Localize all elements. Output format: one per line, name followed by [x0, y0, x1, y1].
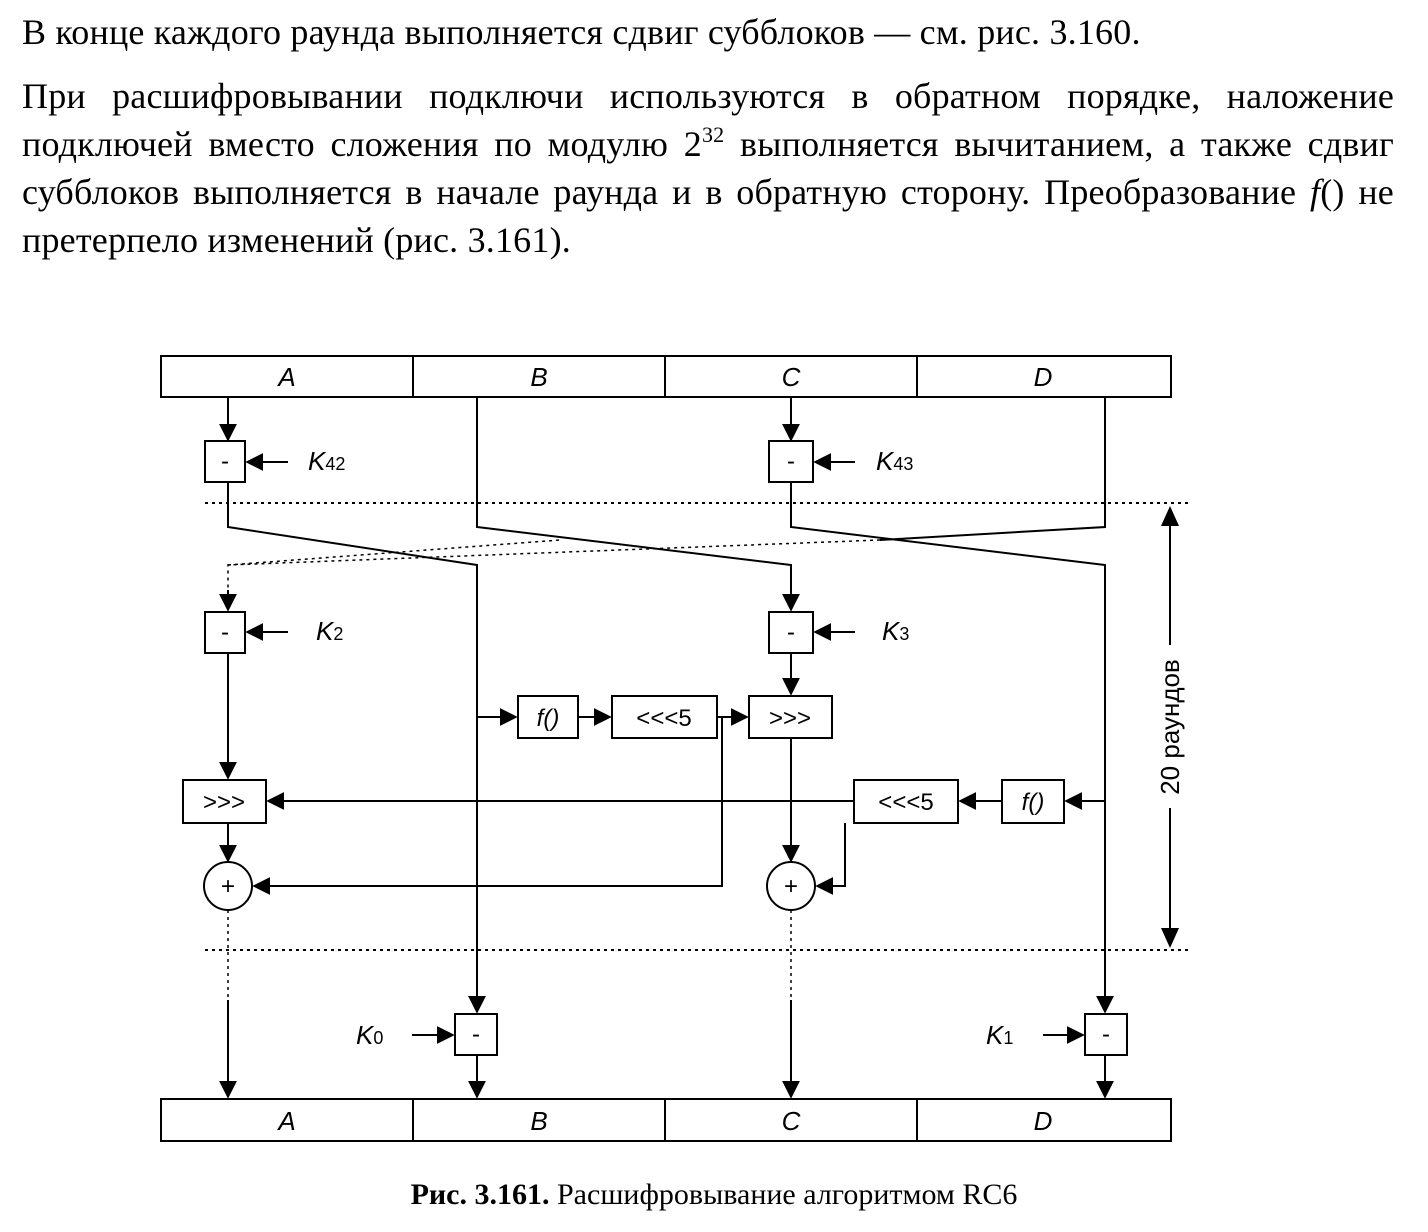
rotl5-upper	[611, 695, 718, 739]
bottom-block-b: B	[530, 1106, 547, 1136]
top-block-c: C	[782, 362, 801, 392]
rotr-a	[182, 779, 267, 824]
sub-k42-box	[204, 440, 246, 483]
top-block-d: D	[1034, 362, 1053, 392]
sub-k43-sign: -	[787, 448, 795, 475]
func-f-lower	[1001, 779, 1065, 824]
wire-t-to-xor-a	[252, 717, 723, 895]
rounds-label: 20 раундов	[1155, 659, 1185, 795]
rotl5-upper-label: <<<5	[636, 705, 691, 732]
p2-base: 2	[683, 124, 702, 164]
paragraph-2: При расшифровывании подключи используютс…	[22, 72, 1394, 264]
xor-c-sign: +	[784, 873, 798, 900]
p2-part-b: выполняется вычитанием, а также сдвиг су…	[22, 124, 1395, 212]
wire-d-to-a	[879, 397, 1106, 541]
sub-k1-sign: -	[1102, 1021, 1110, 1048]
key-k2: K2	[316, 616, 343, 646]
top-block-a: A	[276, 362, 295, 392]
wire-c-to-d	[790, 482, 1114, 1014]
bottom-block-d: D	[1034, 1106, 1053, 1136]
func-f-lower-label: f()	[1022, 789, 1045, 816]
p2-part-a: При расшифровывании подключи используютс…	[22, 76, 1394, 164]
sub-k2-box	[204, 611, 246, 654]
paragraph-1: В конце каждого раунда выполняется сдвиг…	[22, 12, 1141, 52]
p2-exponent: 32	[701, 122, 725, 147]
rotl5-lower-label: <<<5	[878, 789, 933, 816]
wire-u-to-xor-c	[815, 823, 846, 895]
key-k43: K43	[876, 446, 913, 476]
xor-a-sign: +	[221, 873, 235, 900]
rc6-decryption-diagram: A B C D A B C D - K42 - K43 - K2 - K3	[160, 355, 1190, 1142]
bottom-register: A B C D	[160, 1098, 1172, 1142]
wire-a-to-b	[227, 482, 486, 1014]
bottom-block-a: A	[276, 1106, 295, 1136]
p2-part-c: () не претерпело изменений (рис. 3.161).	[22, 172, 1394, 260]
rotr-c	[748, 695, 833, 739]
sub-k2-sign: -	[221, 619, 229, 646]
top-register: A B C D	[160, 355, 1172, 398]
top-block-b: B	[530, 362, 547, 392]
key-k0: K0	[356, 1020, 383, 1050]
wire-b-to-c	[476, 397, 800, 612]
sub-k3-sign: -	[787, 619, 795, 646]
rotr-c-label: >>>	[769, 705, 811, 732]
p2-func: f	[1310, 172, 1321, 212]
sub-k0-box	[454, 1013, 498, 1056]
caption-title: Расшифровывание алгоритмом RC6	[549, 1178, 1018, 1211]
rotr-a-label: >>>	[203, 789, 245, 816]
key-k42: K42	[308, 446, 345, 476]
sub-k1-box	[1084, 1013, 1128, 1056]
wire-d-to-a-end	[227, 539, 881, 610]
bottom-block-c: C	[782, 1106, 801, 1136]
key-k3: K3	[882, 616, 909, 646]
sub-k43-box	[768, 440, 814, 483]
sub-k42-sign: -	[221, 448, 229, 475]
func-f-upper-label: f()	[537, 705, 560, 732]
key-k1: K1	[986, 1020, 1013, 1050]
figure-caption: Рис. 3.161. Расшифровывание алгоритмом R…	[0, 1178, 1428, 1212]
rounds-marker: 20 раундов	[1155, 506, 1185, 948]
caption-number: Рис. 3.161.	[410, 1178, 550, 1211]
sub-k0-sign: -	[472, 1021, 480, 1048]
